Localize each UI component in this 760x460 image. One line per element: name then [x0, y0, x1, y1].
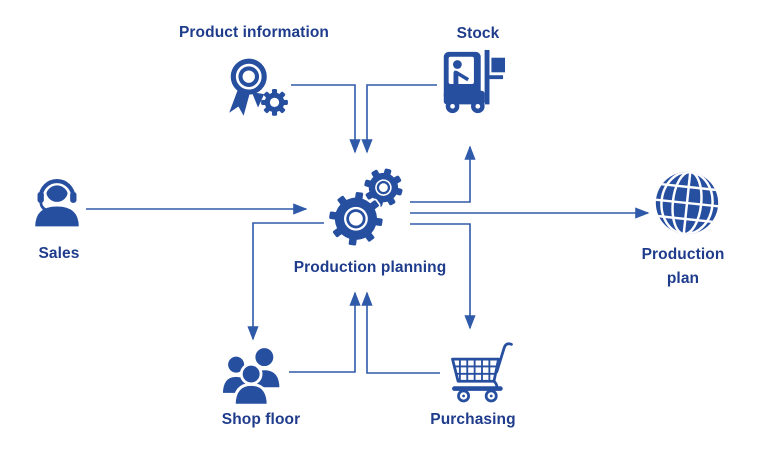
- shopping-cart-icon: [451, 342, 513, 403]
- arrow-planning-to-shopfloor: [247, 222, 324, 341]
- node-stock: [436, 48, 506, 118]
- globe-icon: [654, 170, 720, 236]
- forklift-icon: [443, 49, 506, 114]
- purchasing-label: Purchasing: [430, 411, 516, 428]
- production-plan-label-line1: Production: [641, 246, 725, 263]
- node-production-planning: [322, 161, 410, 249]
- node-product-information: [216, 55, 298, 123]
- node-shop-floor: [218, 343, 290, 407]
- production-plan-label: Production plan: [633, 243, 733, 291]
- sales-label: Sales: [38, 245, 80, 262]
- arrow-planning-to-purchasing: [410, 223, 476, 330]
- product-information-label: Product information: [178, 24, 329, 41]
- people-group-icon: [221, 346, 282, 407]
- arrow-productinfo-to-planning: [291, 84, 361, 154]
- node-production-plan: [653, 169, 721, 237]
- node-purchasing: [440, 337, 524, 407]
- gears-icon: [327, 168, 403, 248]
- production-planning-label: Production planning: [293, 259, 447, 276]
- headset-person-icon: [35, 179, 79, 227]
- production-plan-label-line2: plan: [666, 270, 700, 288]
- arrow-purchasing-to-planning: [361, 291, 440, 374]
- stock-label: Stock: [456, 25, 500, 42]
- award-badge-gear-icon: [229, 58, 288, 116]
- shop-floor-label: Shop floor: [221, 411, 301, 428]
- arrow-shopfloor-to-planning: [289, 291, 361, 373]
- arrow-planning-to-stock: [410, 145, 476, 203]
- arrow-stock-to-planning: [361, 84, 437, 154]
- node-sales: [28, 172, 86, 230]
